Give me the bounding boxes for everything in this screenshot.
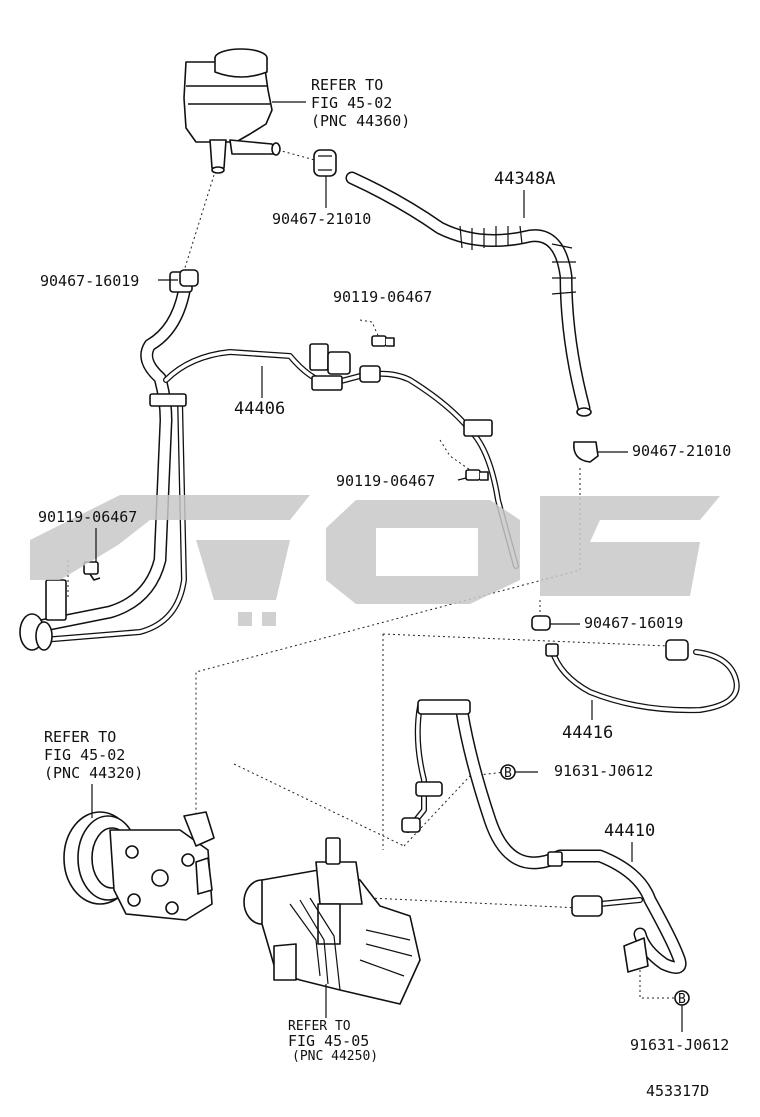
label-44410: 44410 [604, 821, 655, 841]
pump-ref-line2: FIG 45-02 [44, 746, 125, 764]
clamp-top-icon [313, 149, 337, 177]
label-clamp-16019-mid: 90467-16019 [584, 614, 683, 632]
label-clamp-16019-left: 90467-16019 [40, 272, 139, 290]
reservoir-ref-line1: REFER TO [311, 76, 383, 94]
hose-44348A [345, 171, 592, 417]
bolt-left-icon [83, 561, 101, 581]
reservoir-ref-line2: FIG 45-02 [311, 94, 392, 112]
gear-ref-line1: REFER TO [288, 1019, 351, 1034]
badge-b-mid-letter: B [504, 766, 512, 781]
label-clamp-21010-right: 90467-21010 [632, 442, 731, 460]
label-bolt-06467-mid: 90119-06467 [336, 472, 435, 490]
steering-gear [243, 837, 421, 1005]
clamp-right-icon [573, 441, 599, 463]
power-steering-pump [63, 811, 215, 921]
clamp-left-icon [179, 269, 199, 287]
pump-ref-line3: (PNC 44320) [44, 764, 143, 782]
gear-ref-line2: FIG 45-05 [288, 1032, 369, 1050]
reservoir-reference: REFER TO FIG 45-02 (PNC 44360) [272, 76, 410, 130]
label-bolt-j0612-mid: 91631-J0612 [554, 762, 653, 780]
reservoir-ref-line3: (PNC 44360) [311, 112, 410, 130]
label-44406: 44406 [234, 399, 285, 419]
badge-b-bottom-icon: B [674, 990, 690, 1007]
bolt-mid-icon [465, 469, 489, 481]
label-bolt-06467-left: 90119-06467 [38, 508, 137, 526]
bolt-top-icon [371, 335, 395, 347]
label-bolt-06467-top: 90119-06467 [333, 288, 432, 306]
gear-ref-line3: (PNC 44250) [292, 1049, 378, 1064]
pipe-44406 [19, 271, 519, 651]
arabic-logo-watermark-icon [30, 495, 720, 626]
label-44416: 44416 [562, 723, 613, 743]
pump-reference: REFER TO FIG 45-02 (PNC 44320) [44, 728, 143, 818]
badge-b-bottom-letter: B [678, 992, 686, 1007]
figure-number: 453317D [646, 1082, 709, 1100]
pump-ref-line1: REFER TO [44, 728, 116, 746]
clamp-mid-icon [531, 615, 551, 631]
pipe-44410 [401, 699, 687, 975]
label-bolt-j0612-bottom: 91631-J0612 [630, 1036, 729, 1054]
label-44348A: 44348A [494, 169, 555, 189]
reservoir-tank [183, 48, 281, 174]
gear-reference: REFER TO FIG 45-05 (PNC 44250) [288, 984, 378, 1064]
badge-b-mid-icon: B [500, 764, 516, 781]
pipe-44416 [545, 639, 740, 714]
label-clamp-21010-top: 90467-21010 [272, 210, 371, 228]
